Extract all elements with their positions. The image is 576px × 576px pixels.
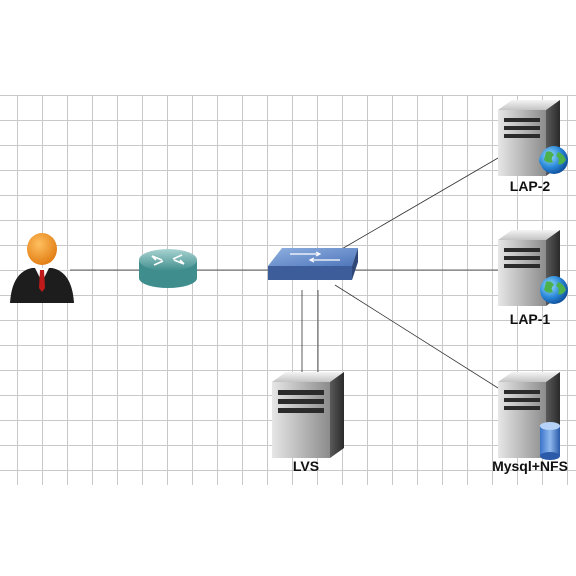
connections [70,157,499,389]
label-lap1: LAP-1 [509,311,551,327]
switch-icon [268,248,358,280]
router-icon [139,249,197,288]
edge-switch-db [334,284,499,389]
server-globe-icon [498,230,568,306]
label-lvs: LVS [292,458,320,474]
server-globe-icon [498,100,568,176]
user-icon [10,233,74,303]
label-db: Mysql+NFS [492,458,568,474]
label-lap2: LAP-2 [509,178,551,194]
edge-switch-lap2 [339,157,499,251]
server-icon [272,372,344,458]
server-database-icon [498,372,560,460]
